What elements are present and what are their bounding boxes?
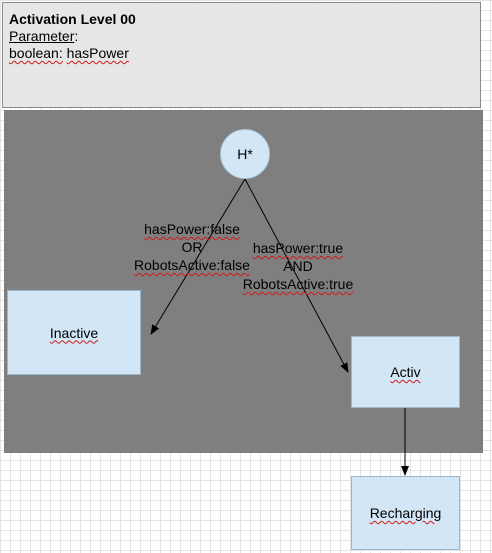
- state-active-label: Activ: [390, 364, 421, 380]
- parameter-colon: :: [74, 28, 79, 44]
- guard-inactive-line2: OR: [181, 239, 203, 255]
- guard-to-inactive: hasPower:false OR RobotsActive:false: [122, 220, 262, 274]
- guard-inactive-line1: hasPower:false: [144, 221, 240, 237]
- title-text: Activation Level 00: [9, 11, 136, 27]
- parameter-name: hasPower: [66, 45, 129, 61]
- state-inactive[interactable]: Inactive: [7, 290, 141, 375]
- guard-inactive-line3: RobotsActive:false: [134, 257, 250, 273]
- guard-active-line2: AND: [283, 258, 313, 274]
- state-inactive-label: Inactive: [49, 324, 99, 341]
- diagram-header[interactable]: Activation Level 00 Parameter: boolean: …: [2, 2, 481, 108]
- transition-to-active[interactable]: [244, 178, 349, 373]
- state-active[interactable]: Activ: [351, 336, 460, 408]
- state-recharging-label: Recharging: [369, 505, 442, 521]
- guard-to-active: hasPower:true AND RobotsActive:true: [228, 239, 368, 293]
- diagram-title: Activation Level 00: [9, 11, 480, 28]
- guard-active-line3: RobotsActive:true: [242, 276, 354, 292]
- parameter-heading: Parameter:: [9, 28, 480, 45]
- state-recharging[interactable]: Recharging: [351, 476, 460, 550]
- parameter-label: Parameter: [9, 28, 75, 44]
- parameter-type: boolean:: [9, 45, 63, 61]
- initial-state-label: H*: [237, 146, 253, 162]
- transition-to-inactive[interactable]: [150, 178, 246, 335]
- guard-active-line1: hasPower:true: [252, 240, 344, 256]
- initial-state-node[interactable]: H*: [220, 129, 270, 179]
- parameter-declaration: boolean: hasPower: [9, 45, 480, 62]
